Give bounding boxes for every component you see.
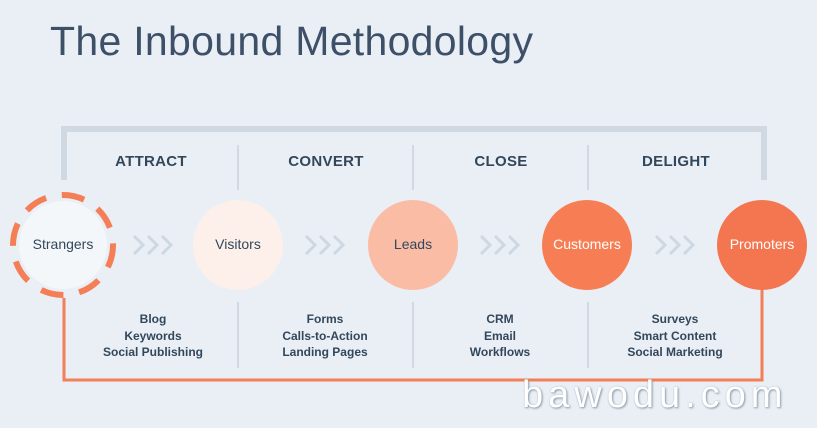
label-promoters: Promoters [729, 236, 795, 252]
watermark: bawodu.com [522, 374, 788, 416]
node-visitors [193, 200, 283, 290]
tool-item: Calls-to-Action [282, 328, 368, 343]
chevron-group-3 [479, 234, 521, 256]
feedback-loop [62, 290, 764, 382]
tools-delight: Surveys Smart Content Social Marketing [590, 311, 760, 361]
page-title: The Inbound Methodology [50, 18, 534, 64]
tool-item: Social Marketing [627, 345, 723, 359]
tool-item: Forms [306, 312, 344, 326]
tool-item: Social Publishing [102, 345, 203, 359]
node-strangers-dashed-ring [10, 192, 116, 298]
label-visitors: Visitors [215, 236, 261, 252]
chevron-group-1 [132, 234, 174, 256]
chevron-group-4 [654, 234, 696, 256]
tool-item: Smart Content [633, 328, 717, 343]
stage-attract: ATTRACT [115, 153, 187, 170]
label-leads: Leads [393, 236, 433, 252]
tools-attract: Blog Keywords Social Publishing [68, 311, 238, 361]
stage-delight: DELIGHT [642, 153, 710, 170]
tool-item: Workflows [469, 345, 531, 359]
node-strangers [19, 201, 107, 289]
stage-close: CLOSE [474, 153, 528, 170]
chevrons [132, 234, 696, 256]
chevron-group-2 [304, 234, 346, 256]
tool-item: Keywords [124, 328, 182, 343]
tool-item: Email [483, 328, 516, 343]
node-leads [368, 200, 458, 290]
label-strangers: Strangers [32, 236, 94, 252]
tool-item: Blog [139, 312, 167, 326]
tool-item: Landing Pages [282, 345, 368, 359]
tools-close: CRM Email Workflows [415, 311, 585, 361]
tool-item: Surveys [651, 312, 699, 326]
top-bracket [61, 126, 767, 180]
node-promoters [717, 200, 807, 290]
stage-convert: CONVERT [288, 153, 364, 170]
node-customers [542, 200, 632, 290]
label-customers: Customers [553, 236, 621, 252]
tool-item: CRM [486, 312, 514, 326]
tools-convert: Forms Calls-to-Action Landing Pages [240, 311, 410, 361]
stage-dividers [237, 145, 589, 368]
